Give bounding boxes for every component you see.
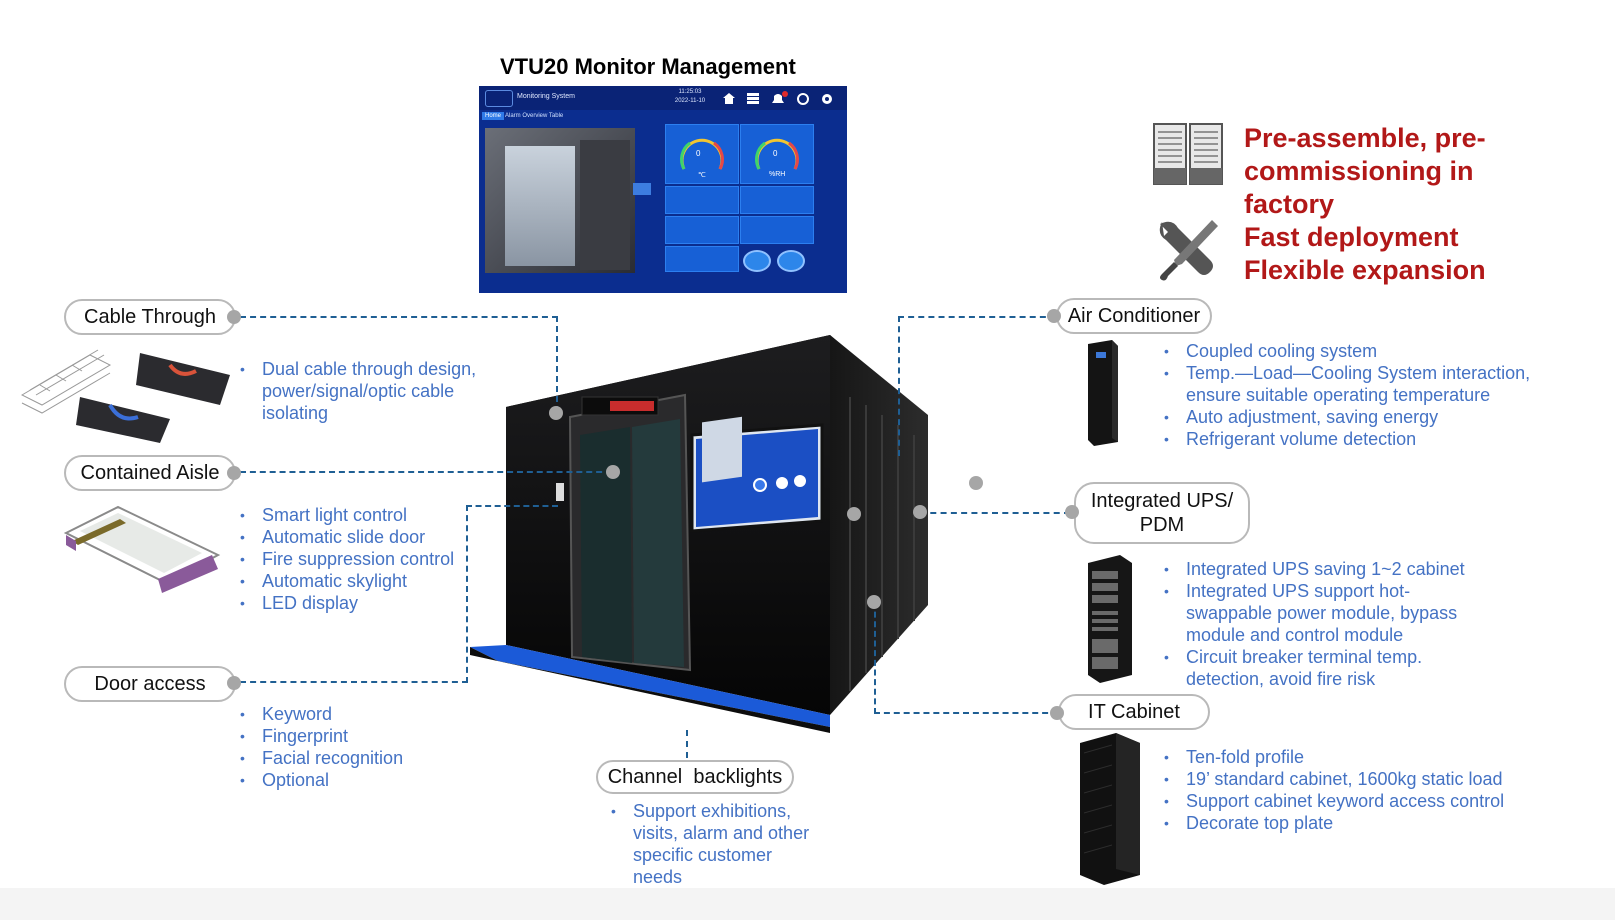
monitor-app-name: Monitoring System [517, 93, 575, 100]
gear-icon [822, 94, 832, 104]
label-cable-through: Cable Through [64, 299, 236, 335]
home-icon [723, 93, 735, 104]
highlight-line-4: Fast deployment [1244, 222, 1459, 252]
bullet-item: Fingerprint [238, 725, 458, 747]
cable-tray-image [20, 349, 230, 443]
bullet-item: 19’ standard cabinet, 1600kg static load [1162, 768, 1542, 790]
ups-bullets: Integrated UPS saving 1~2 cabinet Integr… [1162, 558, 1482, 690]
bullet-item: Temp.—Load—Cooling System interaction, e… [1162, 362, 1552, 406]
container-render [470, 335, 928, 733]
label-contained-aisle: Contained Aisle [64, 455, 236, 491]
label-integrated-ups: Integrated UPS/ PDM [1074, 482, 1250, 544]
bullet-item: Support exhibitions, visits, alarm and o… [609, 800, 819, 888]
label-air-conditioner: Air Conditioner [1056, 298, 1212, 334]
bullet-item: Dual cable through design, power/signal/… [238, 358, 488, 424]
ups-cabinet-image [1088, 555, 1132, 683]
history-icon [797, 93, 809, 105]
tab-alarm-overview[interactable]: Alarm Overview Table [505, 113, 564, 119]
highlight-line-3: factory [1244, 189, 1335, 219]
micro-datacenter-image [470, 335, 930, 735]
bullet-item: Support cabinet keyword access control [1162, 790, 1542, 812]
monitor-toolbar-icons [723, 91, 832, 105]
humidity-gauge-tile: 0 %RH [740, 124, 814, 184]
humidity-value: 0 [773, 149, 778, 158]
highlight-line-2: commissioning in [1244, 156, 1474, 186]
bullet-item: LED display [238, 592, 478, 614]
cabinet-row-icon [1153, 123, 1223, 185]
temp-value: 0 [696, 149, 701, 158]
device-tile-3[interactable] [665, 216, 739, 244]
bullet-item: Facial recognition [238, 747, 458, 769]
bullet-item: Fire suppression control [238, 548, 478, 570]
bullet-item: Optional [238, 769, 458, 791]
monitor-title: VTU20 Monitor Management [500, 54, 796, 79]
bullet-item: Circuit breaker terminal temp. detection… [1162, 646, 1482, 690]
bullet-item: Smart light control [238, 504, 478, 526]
bullet-item: Refrigerant volume detection [1162, 428, 1552, 450]
bullet-item: Integrated UPS saving 1~2 cabinet [1162, 558, 1482, 580]
bottom-strip [0, 888, 1615, 920]
bullet-item: Coupled cooling system [1162, 340, 1552, 362]
label-door-access: Door access [64, 666, 236, 702]
humidity-unit: %RH [769, 171, 786, 178]
power-on-button[interactable] [743, 250, 771, 272]
bullet-item: Integrated UPS support hot-swappable pow… [1162, 580, 1482, 646]
tools-icon [1159, 220, 1218, 281]
temp-unit: ℃ [698, 172, 706, 179]
bullet-item: Automatic slide door [238, 526, 478, 548]
bullet-item: Keyword [238, 703, 458, 725]
bullet-item: Decorate top plate [1162, 812, 1542, 834]
logo-icon [485, 90, 513, 107]
channel-backlights-bullets: Support exhibitions, visits, alarm and o… [609, 800, 819, 888]
bullet-item: Ten-fold profile [1162, 746, 1542, 768]
power-off-button[interactable] [777, 250, 805, 272]
label-channel-backlights: Channel backlights [596, 760, 794, 794]
monitor-container-image [485, 128, 651, 273]
air-conditioner-bullets: Coupled cooling system Temp.—Load—Coolin… [1162, 340, 1552, 450]
bullet-item: Automatic skylight [238, 570, 478, 592]
device-tile-2[interactable] [740, 186, 814, 214]
device-tile-4[interactable] [740, 216, 814, 244]
highlights-text: Pre-assemble, pre- commissioning in fact… [1244, 122, 1574, 287]
highlight-line-1: Pre-assemble, pre- [1244, 123, 1486, 153]
monitor-top-bar [479, 86, 847, 110]
bell-icon [772, 91, 788, 103]
temp-gauge-tile: 0 ℃ [665, 124, 739, 184]
temperature-gauge-icon [680, 138, 724, 170]
cable-through-bullets: Dual cable through design, power/signal/… [238, 358, 488, 424]
monitor-screenshot: Monitoring System 11:25:03 2022-11-10 Ho… [479, 86, 847, 293]
air-conditioner-image [1088, 340, 1118, 446]
contained-aisle-bullets: Smart light control Automatic slide door… [238, 504, 478, 614]
tab-home[interactable]: Home [482, 112, 505, 120]
ups-label-line2: PDM [1139, 514, 1185, 536]
door-access-bullets: Keyword Fingerprint Facial recognition O… [238, 703, 458, 791]
aisle-frame-image [63, 505, 221, 593]
device-tile-1[interactable] [665, 186, 739, 214]
monitor-time: 11:25:03 [678, 89, 702, 95]
label-it-cabinet: IT Cabinet [1058, 694, 1210, 730]
ups-label-line1: Integrated UPS/ [1090, 490, 1234, 512]
highlight-line-5: Flexible expansion [1244, 255, 1486, 285]
monitor-date: 2022-11-10 [674, 98, 706, 104]
server-icon [747, 93, 759, 104]
humidity-gauge-icon [755, 138, 799, 170]
it-cabinet-bullets: Ten-fold profile 19’ standard cabinet, 1… [1162, 746, 1542, 834]
bullet-item: Auto adjustment, saving energy [1162, 406, 1552, 428]
device-tile-5[interactable] [665, 246, 739, 272]
it-cabinet-image [1080, 733, 1140, 885]
